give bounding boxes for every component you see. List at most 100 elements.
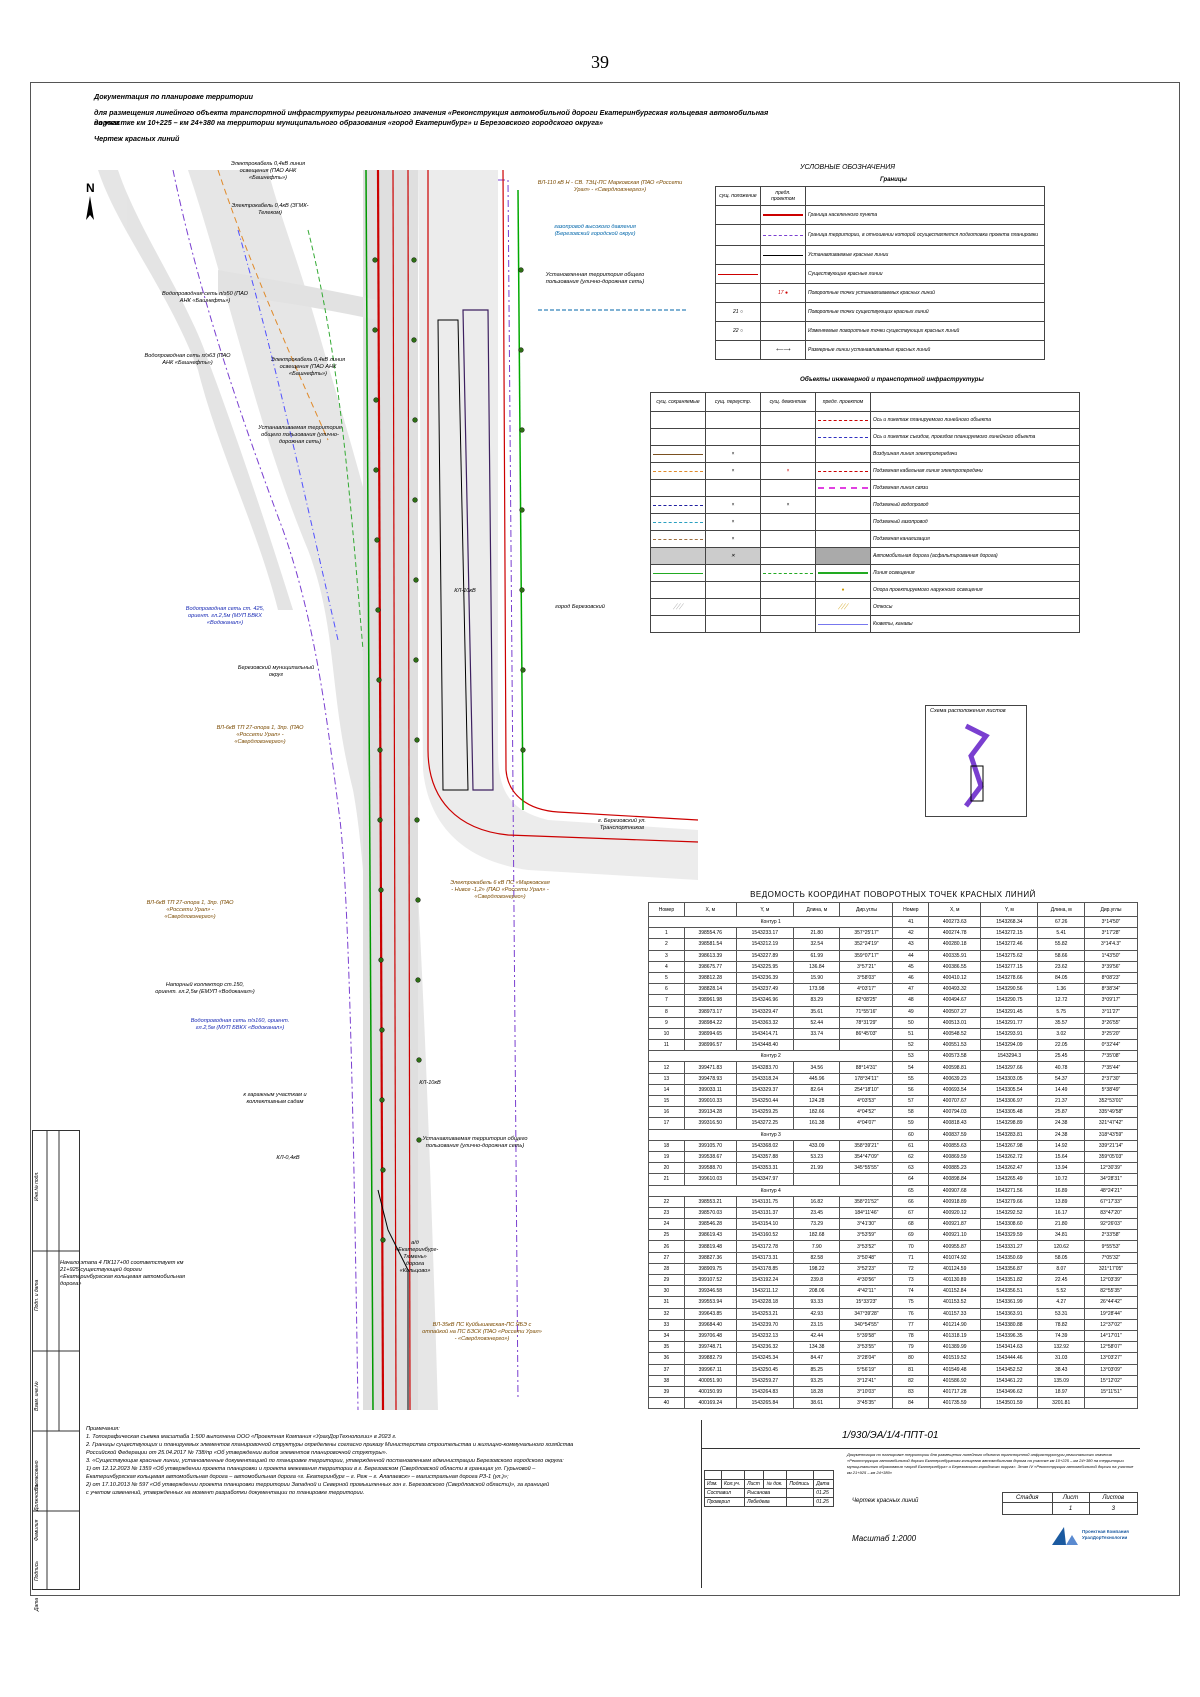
table-cell: 56 <box>892 1083 930 1097</box>
table-cell: 1543368.02 <box>735 1139 795 1152</box>
table-cell: 401157.33 <box>928 1307 982 1320</box>
table-cell: 1543294.09 <box>980 1039 1039 1052</box>
table-cell: 58 <box>892 1106 930 1119</box>
table-cell: 47 <box>892 983 930 996</box>
table-header-cell: Y, м <box>980 902 1039 917</box>
contour-heading: Контур 2 <box>647 1050 894 1063</box>
table-cell: 1543239.70 <box>735 1318 795 1331</box>
table-cell: 20 <box>648 1162 685 1175</box>
table-cell: 34 <box>648 1329 685 1343</box>
table-cell: 359°05'03" <box>1083 1150 1139 1164</box>
table-cell: 399316.50 <box>683 1117 737 1130</box>
table-cell: 23.15 <box>793 1318 841 1331</box>
table-cell: 1543329.37 <box>735 1083 795 1097</box>
table-cell: 88°14'31" <box>839 1061 894 1074</box>
side-stamp-label: Инв.№ подл. <box>34 1171 40 1201</box>
legend-subtitle: Границы <box>880 177 907 183</box>
table-cell: 1543275.62 <box>980 949 1039 962</box>
doc-description: Документация по планировке территории дл… <box>847 1452 1134 1475</box>
company-logo-icon <box>1052 1527 1078 1545</box>
table-cell: 1543265.49 <box>980 1173 1039 1186</box>
table-cell: 1543356.51 <box>980 1285 1039 1298</box>
table-cell: 7 <box>648 994 685 1007</box>
table-cell: 66 <box>892 1195 930 1208</box>
table-cell: 400410.12 <box>928 971 982 985</box>
table-cell: 400548.52 <box>928 1027 982 1041</box>
table-cell: 14 <box>648 1083 685 1097</box>
table-cell: 29 <box>648 1273 685 1287</box>
table-cell: 1543283.70 <box>735 1061 795 1074</box>
table-cell: 67 <box>892 1206 930 1220</box>
table-cell: 33.74 <box>793 1027 841 1041</box>
table-cell: 1543131.75 <box>735 1195 795 1208</box>
map-label: ВЛ-6кВ ТП 27-опора 1, 3пр. (ПАО «Россети… <box>216 725 304 745</box>
table-cell: 60 <box>892 1128 930 1141</box>
map-label: газопровод высокого давления (Березовски… <box>554 224 636 237</box>
table-cell: 135.09 <box>1037 1374 1085 1387</box>
table-cell: 398546.28 <box>683 1218 737 1231</box>
table-cell: 398996.57 <box>683 1039 737 1052</box>
table-cell: 65 <box>892 1184 930 1197</box>
table-cell: 445.96 <box>793 1072 841 1085</box>
table-cell: 7°35'08" <box>1083 1050 1139 1063</box>
table-cell: 399134.28 <box>683 1106 737 1119</box>
table-cell <box>793 1039 841 1052</box>
table-cell: 1 <box>648 927 685 940</box>
table-cell: 6 <box>648 983 685 996</box>
table-cell: 1543268.34 <box>980 915 1039 929</box>
table-cell: 1543267.98 <box>980 1139 1039 1152</box>
table-cell: 15.90 <box>793 971 841 985</box>
sheet-title: Чертеж красных линий <box>852 1498 919 1504</box>
table-cell: 398994.65 <box>683 1027 737 1041</box>
table-cell: 161.38 <box>793 1117 841 1130</box>
table-header-cell: Длина, м <box>793 902 841 917</box>
table-cell: 400693.54 <box>928 1083 982 1097</box>
table-cell: 31 <box>648 1296 685 1309</box>
table-cell: 3°14'4.3" <box>1083 938 1139 951</box>
table-cell <box>1083 1397 1139 1410</box>
table-cell: 74.39 <box>1037 1329 1085 1343</box>
table-cell: 134.38 <box>793 1341 841 1354</box>
table-cell: 31.03 <box>1037 1352 1085 1365</box>
table-cell: 15°12'02" <box>1083 1374 1139 1387</box>
table-cell: 1543154.10 <box>735 1218 795 1231</box>
table-cell: 399588.70 <box>683 1162 737 1175</box>
table-cell: 400513.01 <box>928 1016 982 1029</box>
table-cell: 400494.67 <box>928 994 982 1007</box>
table-cell: 5°39'58" <box>839 1329 894 1343</box>
table-cell: 399553.94 <box>683 1296 737 1309</box>
table-cell: 15 <box>648 1094 685 1108</box>
map-label: Водопроводная сеть ст. 425, ориент. гл.2… <box>185 606 265 626</box>
table-cell: 8.07 <box>1037 1262 1085 1276</box>
title-block: 1/930/ЭА/1/4-ППТ-01 Документация по план… <box>701 1420 1140 1588</box>
table-cell: 13.89 <box>1037 1195 1085 1208</box>
table-cell: 400386.55 <box>928 960 982 973</box>
table-cell: 3°12'41" <box>839 1374 894 1387</box>
table-cell: 1543294.3 <box>980 1050 1039 1063</box>
table-cell: 400707.67 <box>928 1094 982 1108</box>
table-cell: 400051.90 <box>683 1374 737 1387</box>
table-cell: 16 <box>648 1106 685 1119</box>
drawing-sheet <box>30 82 1180 1596</box>
table-cell: 62 <box>892 1150 930 1164</box>
table-cell: 5.52 <box>1037 1285 1085 1298</box>
table-cell: 3°53'55" <box>839 1341 894 1354</box>
table-cell: 398553.21 <box>683 1195 737 1208</box>
table-cell: 1543444.46 <box>980 1352 1039 1365</box>
side-stamp-label: Подпись <box>34 1561 40 1581</box>
table-cell: 76 <box>892 1307 930 1320</box>
table-cell: 5°56'19" <box>839 1363 894 1376</box>
table-cell: 2 <box>648 938 685 951</box>
table-cell: 1543329.47 <box>735 1005 795 1018</box>
table-cell: 400855.63 <box>928 1139 982 1152</box>
table-cell: 352°24'19" <box>839 938 894 951</box>
table-cell: 53 <box>892 1050 930 1063</box>
table-cell: 401130.89 <box>928 1273 982 1287</box>
